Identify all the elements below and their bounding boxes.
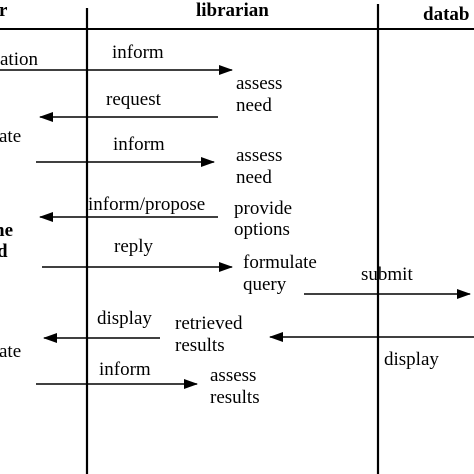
activity-formulate-query-line2: query — [243, 274, 287, 295]
activity-assess-need-2-line2: need — [236, 167, 272, 188]
left-fragment-2: ate — [0, 126, 22, 147]
header-left: r — [0, 0, 8, 21]
activity-retrieved-results-line2: results — [175, 335, 225, 356]
activity-provide-options-line2: options — [234, 219, 290, 240]
message-inform-1: inform — [112, 42, 164, 63]
activity-retrieved-results-line1: retrieved — [175, 313, 243, 334]
message-request: request — [106, 89, 161, 110]
message-inform-propose: inform/propose — [88, 194, 206, 215]
activity-provide-options-line1: provide — [234, 198, 293, 219]
message-inform-2: inform — [113, 134, 165, 155]
message-display-2: display — [384, 349, 439, 370]
left-fragment-3: he — [0, 220, 13, 241]
activity-assess-results-line1: assess — [210, 365, 257, 386]
header-librarian: librarian — [196, 0, 269, 21]
message-reply: reply — [114, 236, 154, 257]
left-fragment-5: ate — [0, 341, 22, 362]
activity-assess-need-1-line1: assess — [236, 73, 283, 94]
message-submit: submit — [361, 264, 413, 285]
message-display-1: display — [97, 308, 152, 329]
activity-formulate-query-line1: formulate — [243, 252, 317, 273]
left-fragment-1: ation — [0, 49, 38, 70]
activity-assess-need-2-line1: assess — [236, 145, 283, 166]
activity-assess-results-line2: results — [210, 387, 260, 408]
activity-assess-need-1-line2: need — [236, 95, 272, 116]
header-database: datab — [423, 4, 470, 25]
left-fragment-4: d — [0, 241, 8, 262]
message-inform-3: inform — [99, 359, 151, 380]
